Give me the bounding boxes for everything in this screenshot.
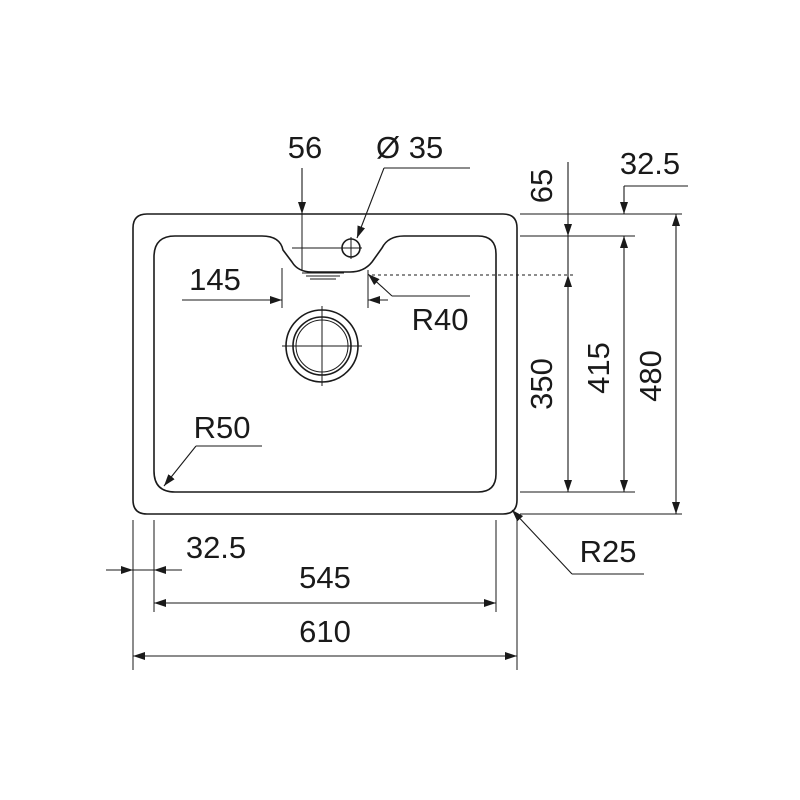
dim-tap-offset: 56 — [288, 130, 322, 270]
dim-notch-width: 145 — [182, 262, 388, 308]
label-inner-depth: 415 — [581, 342, 616, 394]
label-outer-corner: R25 — [580, 534, 637, 569]
sink-outer-outline — [132, 213, 518, 515]
label-tap-offset: 56 — [288, 130, 322, 165]
dim-bowl-corner: R50 — [163, 410, 262, 487]
label-bowl-width: 545 — [299, 560, 351, 595]
dim-overall-depth: 480 — [633, 214, 680, 514]
right-extension-lines — [520, 213, 682, 515]
dim-side-rim-right: 32.5 — [620, 146, 688, 214]
label-tap-hole: Ø 35 — [376, 130, 443, 165]
label-bowl-depth: 350 — [524, 358, 559, 410]
label-side-rim-left: 32.5 — [186, 530, 246, 565]
label-notch-radius: R40 — [412, 302, 469, 337]
label-bowl-corner: R50 — [194, 410, 251, 445]
dim-overall-width: 610 — [133, 614, 517, 660]
drain — [282, 306, 362, 386]
dim-side-rim-left: 32.5 — [106, 530, 246, 574]
label-overall-depth: 480 — [633, 350, 668, 402]
label-top-rim: 65 — [524, 169, 559, 203]
label-notch-width: 145 — [189, 262, 241, 297]
dim-bowl-width: 545 — [154, 560, 496, 607]
label-side-rim-right: 32.5 — [620, 146, 680, 181]
tap-hole — [292, 237, 362, 259]
dim-notch-radius: R40 — [367, 273, 470, 337]
dim-top-rim: 65 — [524, 162, 572, 275]
dim-tap-hole: Ø 35 — [356, 130, 470, 239]
dim-inner-depth: 415 — [581, 236, 628, 492]
dim-bowl-depth: 350 — [524, 275, 572, 492]
bowl-inner-outline — [153, 235, 497, 493]
dim-outer-corner: R25 — [511, 509, 644, 575]
label-overall-width: 610 — [299, 614, 351, 649]
overflow-slot — [302, 272, 344, 280]
